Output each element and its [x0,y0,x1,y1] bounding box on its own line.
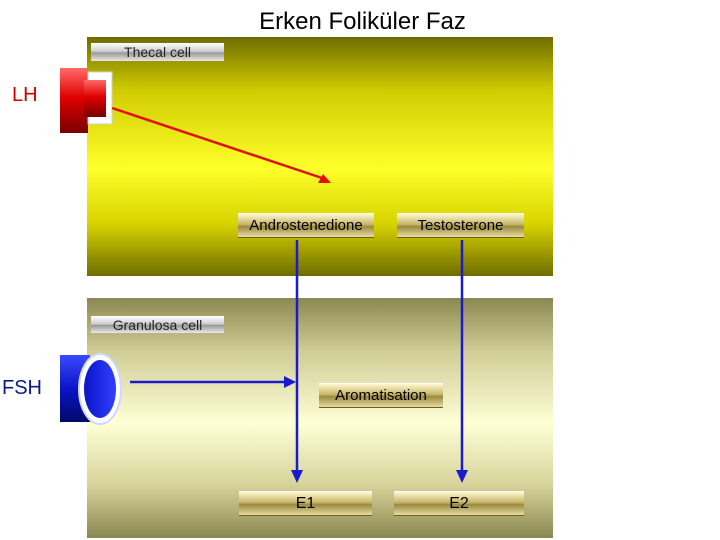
fsh-arrow [130,376,296,388]
fsh-receptor-icon [60,353,122,425]
lh-label: LH [12,84,38,106]
lh-receptor-icon [60,68,113,133]
granulosa-cell-label: Granulosa cell [91,316,224,333]
testosterone-label: Testosterone [397,213,524,238]
fsh-label: FSH [2,377,42,399]
aromatisation-label: Aromatisation [319,383,443,408]
androstenedione-to-e1-arrow [291,240,303,483]
thecal-cell-label: Thecal cell [91,43,224,61]
e1-label: E1 [239,491,372,516]
androstenedione-label: Androstenedione [238,213,374,238]
e2-label: E2 [394,491,524,516]
testosterone-to-e2-arrow [456,240,468,483]
diagram-title: Erken Foliküler Faz [259,8,466,35]
lh-arrow [111,106,331,183]
